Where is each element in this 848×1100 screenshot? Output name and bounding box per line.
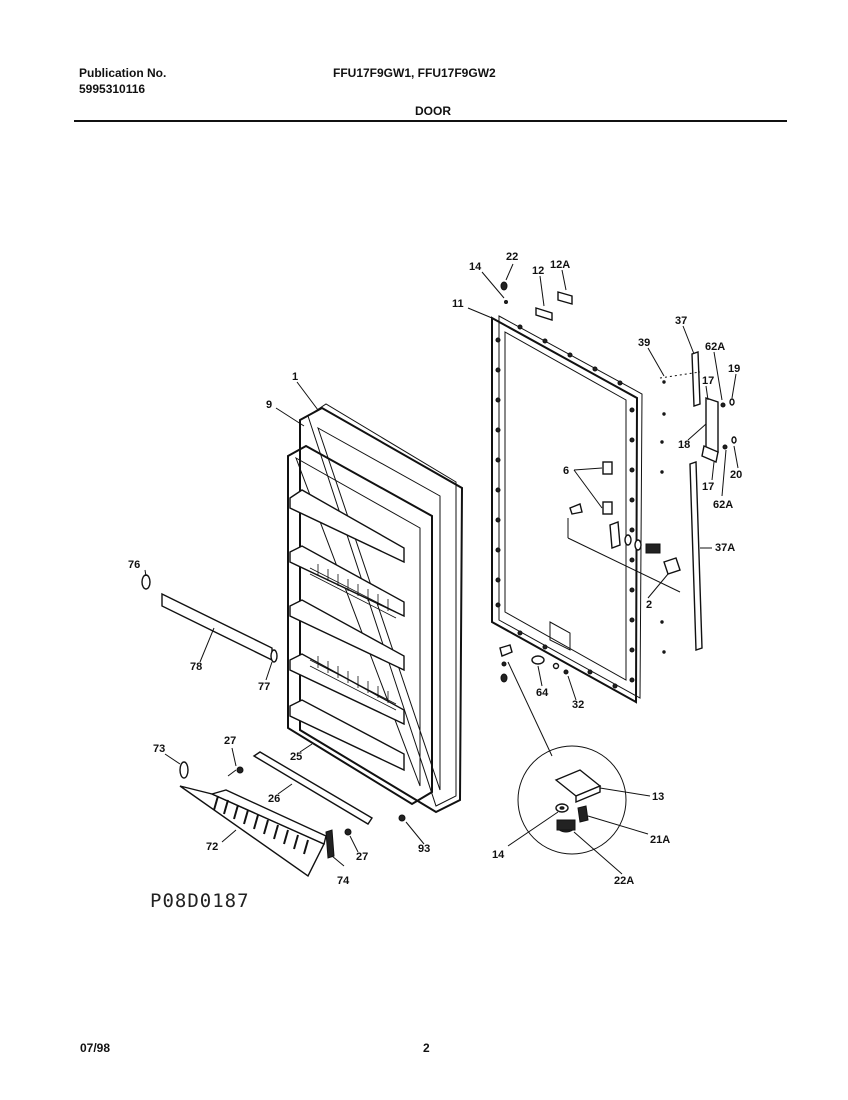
- page-number: 2: [423, 1041, 430, 1055]
- callout-17-lower: 17: [702, 481, 714, 493]
- callout-18: 18: [678, 439, 690, 451]
- callout-77: 77: [258, 681, 270, 693]
- leader-lines: [144, 263, 739, 875]
- callout-62A-lower: 62A: [713, 499, 733, 511]
- callout-13: 13: [652, 791, 664, 803]
- publication-label: Publication No.: [79, 66, 167, 80]
- callout-26: 26: [268, 793, 280, 805]
- callout-27-lower: 27: [356, 851, 368, 863]
- callout-labels: 1 9 76 78 77 73 27 25 26 72 74 93 14 22 …: [128, 251, 742, 887]
- callout-9: 9: [266, 399, 272, 411]
- section-title: DOOR: [415, 104, 451, 118]
- callout-22A: 22A: [614, 875, 634, 887]
- callout-72: 72: [206, 841, 218, 853]
- hinge-assembly: [659, 351, 737, 654]
- footer-date: 07/98: [80, 1041, 111, 1055]
- callout-27-upper: 27: [224, 735, 236, 747]
- callout-12: 12: [532, 265, 544, 277]
- callout-62A-upper: 62A: [705, 341, 725, 353]
- callout-93: 93: [418, 843, 430, 855]
- publication-number: 5995310116: [79, 82, 146, 96]
- bottom-rail-parts: [227, 751, 406, 859]
- callout-2: 2: [646, 599, 652, 611]
- drawing-code: P08D0187: [150, 890, 250, 912]
- callout-17-upper: 17: [702, 375, 714, 387]
- callout-20: 20: [730, 469, 742, 481]
- callout-76: 76: [128, 559, 140, 571]
- callout-37A: 37A: [715, 542, 735, 554]
- callout-14-detail: 14: [492, 849, 505, 861]
- callout-1: 1: [292, 371, 298, 383]
- kick-grille: [179, 785, 327, 878]
- mounting-brackets: [567, 461, 681, 593]
- callout-73: 73: [153, 743, 165, 755]
- callout-11: 11: [452, 298, 464, 310]
- door-outer-panel: [491, 315, 643, 704]
- hinge-detail-callout: [517, 745, 627, 855]
- callout-6: 6: [563, 465, 569, 477]
- header-rule: [74, 120, 787, 122]
- callout-39: 39: [638, 337, 650, 349]
- callout-22-top: 22: [506, 251, 518, 263]
- top-small-parts: [500, 281, 573, 321]
- callout-74: 74: [337, 875, 350, 887]
- door-liner: [287, 403, 464, 814]
- model-numbers: FFU17F9GW1, FFU17F9GW2: [333, 66, 496, 80]
- callout-32: 32: [572, 699, 584, 711]
- callout-12A: 12A: [550, 259, 570, 271]
- callout-78: 78: [190, 661, 202, 673]
- bottom-hinge-parts: [499, 644, 569, 757]
- callout-21A: 21A: [650, 834, 670, 846]
- callout-14-top: 14: [469, 261, 482, 273]
- callout-25: 25: [290, 751, 302, 763]
- callout-37: 37: [675, 315, 687, 327]
- callout-64: 64: [536, 687, 549, 699]
- callout-19: 19: [728, 363, 740, 375]
